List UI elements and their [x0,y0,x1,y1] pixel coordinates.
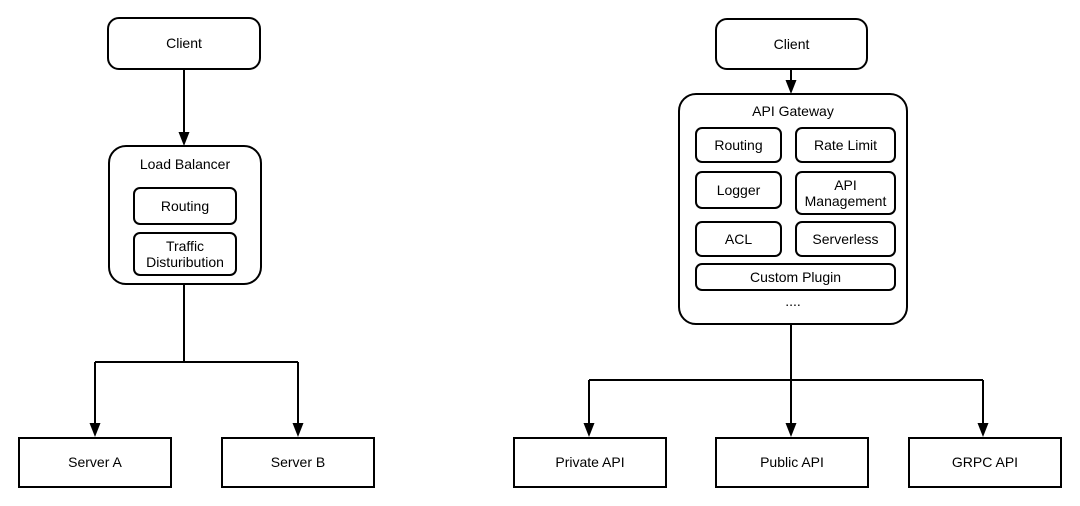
plugin-traffic-distribution[interactable]: Traffic Disturibution [133,232,237,276]
plugin-label: Logger [716,181,761,198]
plugin-label: Traffic Disturibution [146,237,224,270]
plugin-label: Routing [160,197,210,214]
edge-client-to-load-balancer [178,70,190,146]
container-title-api-gateway: API Gateway [752,103,834,119]
node-label: Private API [555,454,625,471]
edge-bus-to-private-api [583,380,595,437]
plugin-routing-lb[interactable]: Routing [133,187,237,225]
node-public-api[interactable]: Public API [715,437,869,488]
node-label: Server A [68,454,122,471]
plugin-rate-limit[interactable]: Rate Limit [795,127,896,163]
plugin-label: Custom Plugin [749,268,842,285]
node-private-api[interactable]: Private API [513,437,667,488]
plugin-acl[interactable]: ACL [695,221,782,257]
plugin-label: ACL [724,230,753,247]
plugin-api-management[interactable]: API Management [795,171,896,215]
node-label: Server B [270,454,326,471]
node-label: Client [773,35,810,52]
node-label: GRPC API [951,454,1019,471]
plugin-label: Serverless [812,230,879,247]
edge-bus-to-grpc-api [977,380,989,437]
plugin-logger[interactable]: Logger [695,171,782,209]
edge-bus-to-server-b [292,362,304,437]
plugin-serverless[interactable]: Serverless [795,221,896,257]
node-client-right[interactable]: Client [715,18,868,70]
plugin-custom-plugin[interactable]: Custom Plugin [695,263,896,291]
container-api-gateway[interactable]: API Gateway Routing Rate Limit Logger AP… [678,93,908,325]
plugin-label: API Management [804,176,887,209]
plugin-routing-gw[interactable]: Routing [695,127,782,163]
plugin-label: Routing [714,136,763,153]
node-client-left[interactable]: Client [107,17,261,70]
edge-api-gateway-to-bus [589,325,983,437]
edge-bus-to-server-a [89,362,101,437]
plugin-label: Rate Limit [813,136,878,153]
node-grpc-api[interactable]: GRPC API [908,437,1062,488]
container-load-balancer[interactable]: Load Balancer Routing Traffic Disturibut… [108,145,262,285]
edge-load-balancer-to-bus [95,285,298,363]
plugin-ellipsis: .... [785,293,801,309]
container-title-load-balancer: Load Balancer [139,156,231,172]
node-label: Client [166,35,202,52]
node-label: Public API [760,454,824,471]
node-server-a[interactable]: Server A [18,437,172,488]
edge-client-to-api-gateway [785,70,797,94]
node-server-b[interactable]: Server B [221,437,375,488]
